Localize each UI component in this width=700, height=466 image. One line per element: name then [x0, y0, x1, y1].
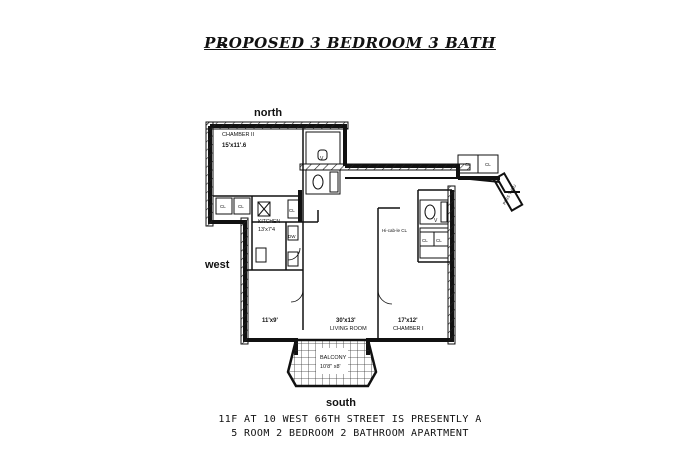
closet-label: CL: [220, 204, 226, 209]
compass-south-label: south: [326, 397, 356, 409]
closet-label: CL: [465, 162, 471, 167]
chamber-2-size: 15'x11'.6: [222, 143, 247, 149]
page-title: PROPOSED 3 BEDROOM 3 BATH: [204, 34, 496, 52]
closet-label: CL: [485, 162, 491, 167]
closet-label: CL: [436, 238, 442, 243]
balcony: [286, 338, 378, 388]
dining-size: 11'x9': [262, 318, 278, 324]
chamber-1-label: CHAMBER I: [393, 326, 424, 332]
bathroom-1: [419, 199, 449, 259]
kitchen-fixtures: [255, 201, 299, 267]
closet-label: CL: [289, 208, 295, 213]
kitchen-label: KITCHEN: [258, 219, 280, 225]
footer-line-2: 5 ROOM 2 BEDROOM 2 BATHROOM APARTMENT: [231, 428, 469, 439]
bathroom-2: [305, 131, 341, 195]
chamber-2-label: CHAMBER II: [222, 132, 255, 138]
dishwasher-label: DW: [288, 234, 296, 239]
interior-walls: [213, 128, 452, 340]
entry-corridor: [345, 172, 524, 212]
pass-thru-label: PASS THRU: [502, 183, 518, 205]
compass-west-label: west: [205, 259, 230, 271]
footer-line-1: 11F AT 10 WEST 66TH STREET IS PRESENTLY …: [218, 414, 482, 425]
living-room-size: 30'x13': [336, 318, 356, 324]
vanity-label: V: [320, 156, 324, 162]
door-swings: [287, 247, 393, 305]
title-dash: [219, 44, 227, 46]
wall-hatching: [205, 121, 471, 345]
compass-north-label: north: [254, 107, 283, 119]
closet-label: CL: [422, 238, 428, 243]
vanity-label: V: [434, 218, 438, 224]
closets: [215, 154, 499, 247]
hi-closet-label: Hi-cab-le CL: [382, 228, 408, 233]
chamber-1-size: 17'x12': [398, 318, 418, 324]
kitchen-size: 13'x7'4: [258, 227, 275, 233]
balcony-label: BALCONY: [320, 355, 347, 361]
living-room-label: LIVING ROOM: [330, 326, 367, 332]
closet-label: CL: [238, 204, 244, 209]
balcony-size: 10'8" x8': [320, 364, 341, 370]
